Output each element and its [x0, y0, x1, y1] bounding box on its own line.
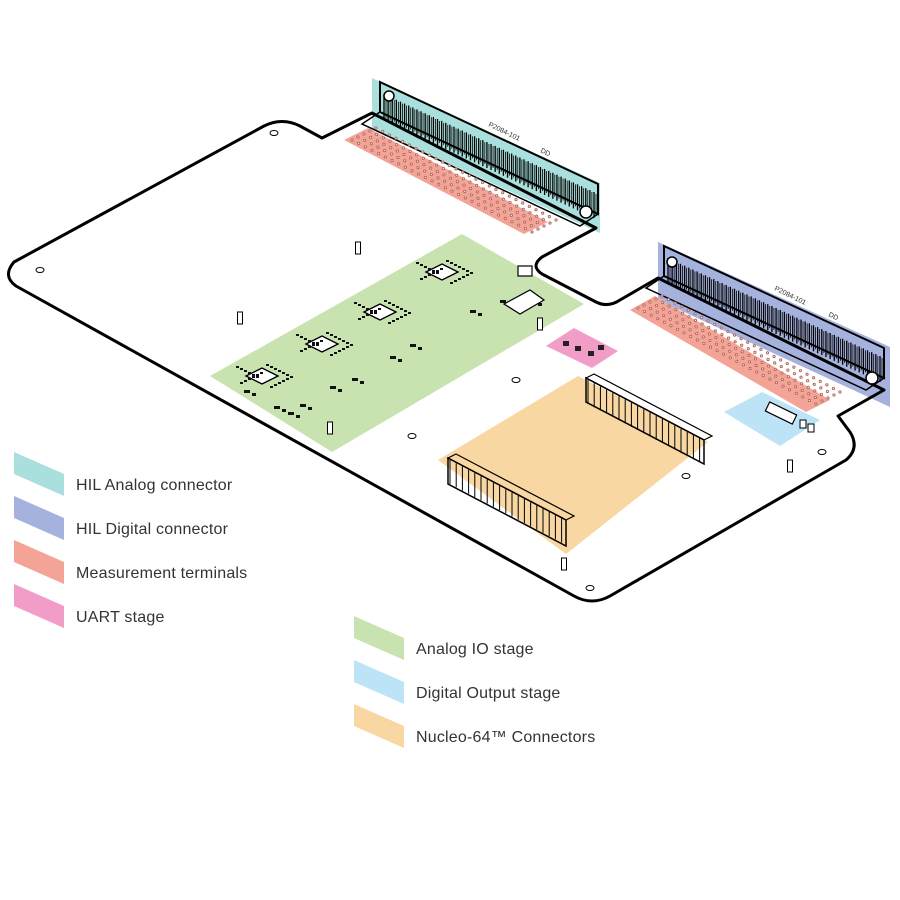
measurement-terminals-b [630, 296, 830, 412]
legend-item-digital-output: Digital Output stage [354, 674, 561, 714]
connector-b-id: DD [827, 312, 839, 323]
legend-swatch-uart [14, 584, 64, 628]
legend-label-digital-output: Digital Output stage [416, 685, 561, 702]
legend-swatch-analog-io [354, 616, 404, 660]
connector-a-id: DD [539, 148, 551, 159]
hil-digital-connector: P2084-101 DD [644, 244, 886, 391]
legend-swatch-analog-connector [14, 452, 64, 496]
mounting-holes [35, 126, 842, 591]
board-outline [7, 111, 886, 603]
legend-swatches [14, 452, 404, 748]
legend-label-analog-connector: HIL Analog connector [76, 477, 233, 494]
digital-output-components [764, 401, 815, 433]
legend-swatch-nucleo [354, 704, 404, 748]
legend-item-nucleo: Nucleo-64™ Connectors [354, 718, 595, 758]
legend-item-measurement: Measurement terminals [14, 554, 247, 594]
legend-item-analog-io: Analog IO stage [354, 630, 534, 670]
legend-swatch-digital-connector [14, 496, 64, 540]
legend-item-digital-connector: HIL Digital connector [14, 510, 228, 550]
legend-item-analog-connector: HIL Analog connector [14, 466, 232, 506]
digital-output-stage-region [724, 392, 820, 446]
uart-stage-region [546, 328, 618, 368]
legend-label-measurement: Measurement terminals [76, 565, 248, 582]
uart-components [563, 341, 604, 356]
nucleo-header-left [446, 453, 576, 548]
legend-swatch-measurement [14, 540, 64, 584]
legend-label-digital-connector: HIL Digital connector [76, 521, 229, 538]
analog-io-components [236, 260, 546, 418]
legend-label-nucleo: Nucleo-64™ Connectors [416, 729, 596, 746]
legend-swatch-digital-output [354, 660, 404, 704]
legend-label-uart: UART stage [76, 609, 165, 626]
legend-item-uart: UART stage [14, 598, 165, 638]
legend-label-analog-io: Analog IO stage [416, 641, 534, 658]
nucleo-header-right [584, 373, 714, 466]
analog-io-stage-region [210, 234, 584, 452]
